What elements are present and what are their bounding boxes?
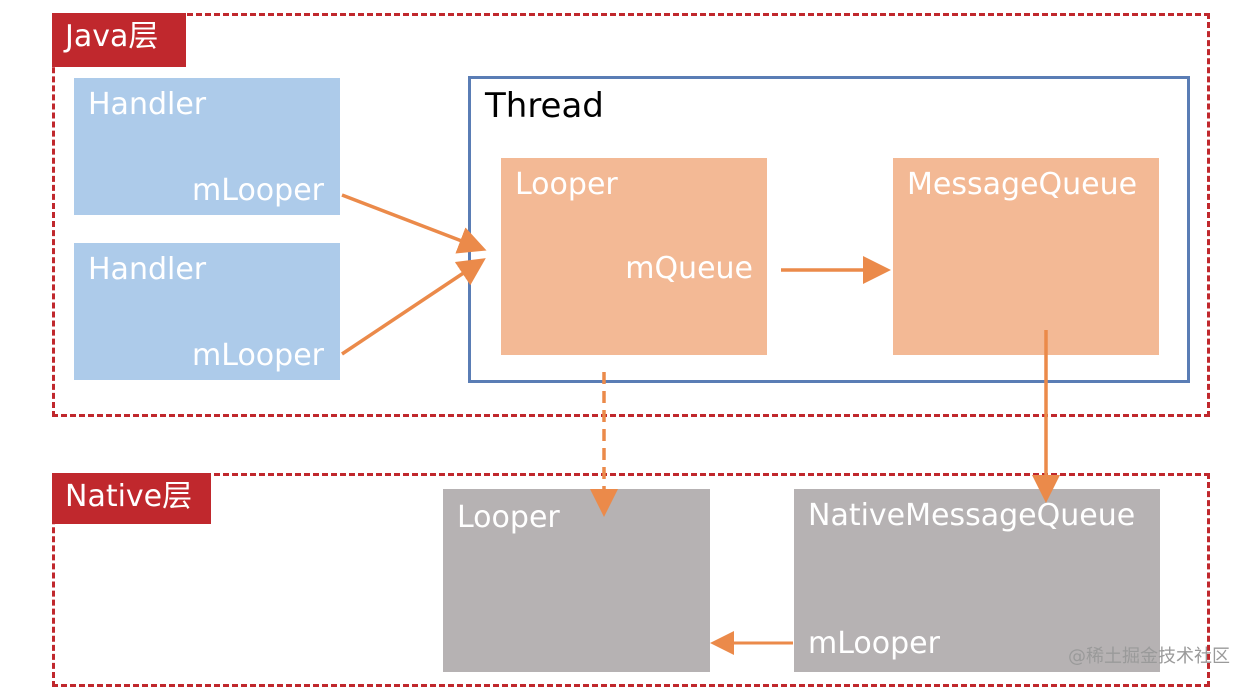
- handler-title: Handler: [88, 87, 207, 122]
- arrow-handler2-to-looper: [341, 258, 486, 356]
- handler-title: Handler: [88, 252, 207, 287]
- java-layer-label: Java层: [52, 13, 186, 67]
- handler-mlooper-field: mLooper: [192, 338, 324, 373]
- watermark-text: @稀土掘金技术社区: [1068, 646, 1230, 667]
- message-queue-title: MessageQueue: [907, 167, 1138, 202]
- handler-mlooper-field: mLooper: [192, 173, 324, 208]
- handler-box-2: Handler mLooper: [74, 243, 340, 380]
- thread-title: Thread: [485, 86, 604, 126]
- arrow-handler1-to-looper: [341, 193, 487, 254]
- java-layer-region: [52, 13, 1210, 417]
- native-message-queue-title: NativeMessageQueue: [808, 498, 1136, 533]
- native-message-queue-box: NativeMessageQueue mLooper: [794, 489, 1160, 672]
- native-mlooper-field: mLooper: [808, 626, 940, 661]
- handler-box-1: Handler mLooper: [74, 78, 340, 215]
- looper-title: Looper: [515, 167, 618, 202]
- looper-mqueue-field: mQueue: [625, 251, 753, 286]
- native-layer-label: Native层: [52, 473, 211, 524]
- native-layer-region: [52, 473, 1210, 687]
- native-looper-box: Looper: [443, 489, 710, 672]
- java-looper-box: Looper mQueue: [501, 158, 767, 355]
- native-looper-title: Looper: [457, 500, 560, 535]
- java-message-queue-box: MessageQueue: [893, 158, 1159, 355]
